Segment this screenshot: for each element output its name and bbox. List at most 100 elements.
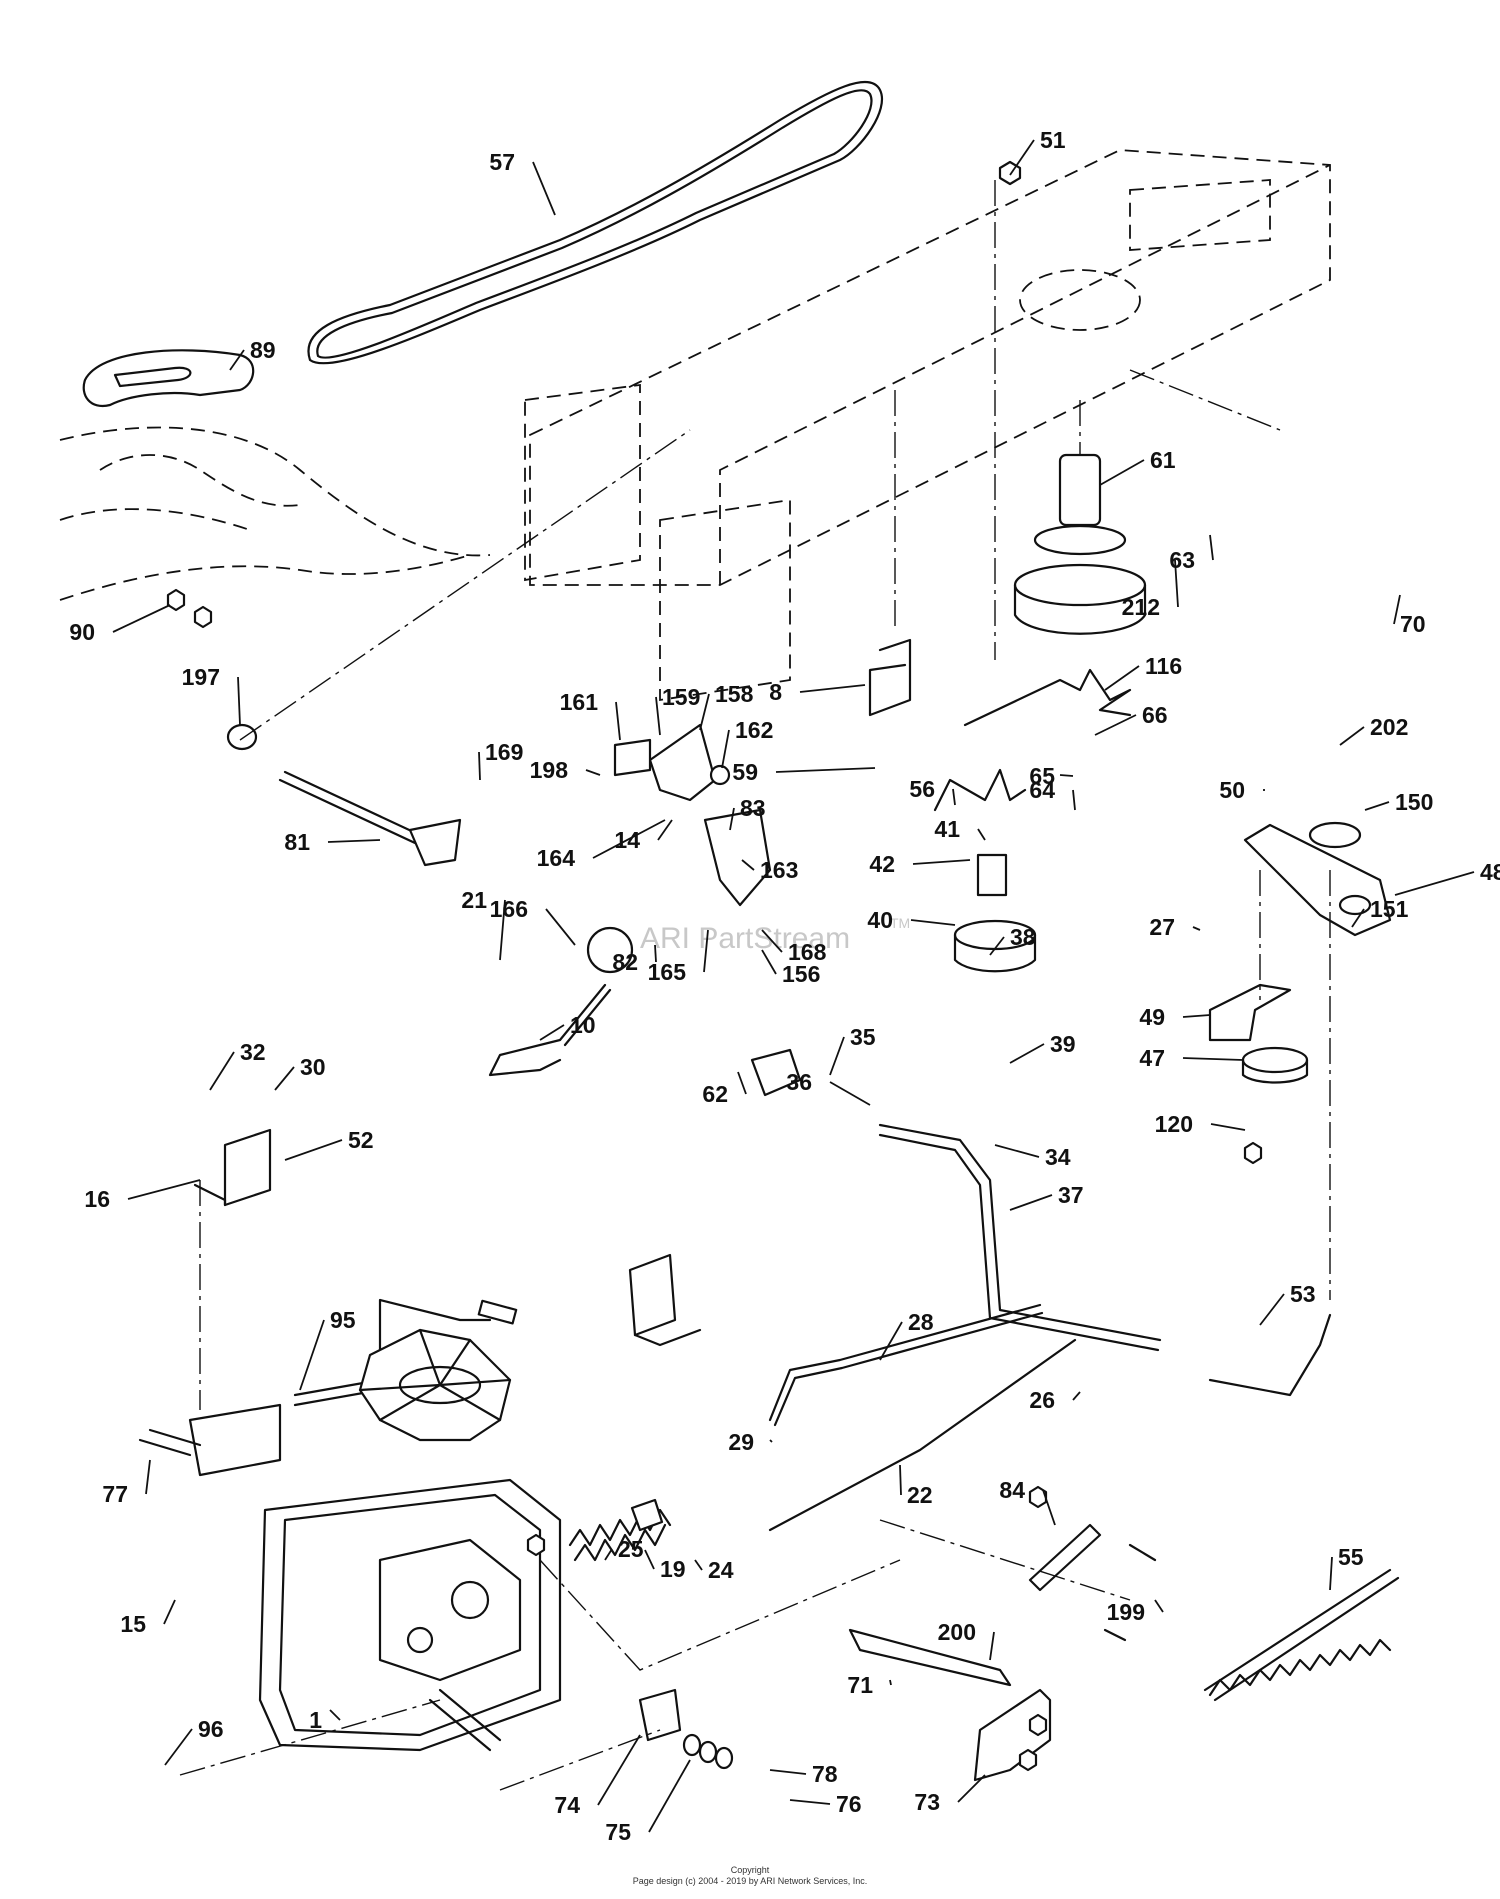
callout-62[interactable]: 62 xyxy=(702,1081,728,1107)
rod-53[interactable] xyxy=(1208,1313,1332,1397)
callout-198[interactable]: 198 xyxy=(530,757,569,783)
callout-161[interactable]: 161 xyxy=(560,689,599,715)
callout-168[interactable]: 168 xyxy=(788,939,827,965)
callout-77[interactable]: 77 xyxy=(102,1481,128,1507)
callout-30[interactable]: 30 xyxy=(300,1054,326,1080)
callout-78[interactable]: 78 xyxy=(812,1761,838,1787)
pedal-pad[interactable] xyxy=(82,349,255,408)
callout-29[interactable]: 29 xyxy=(728,1429,754,1455)
callout-48[interactable]: 48 xyxy=(1480,859,1500,885)
callout-169[interactable]: 169 xyxy=(485,739,523,765)
callout-27[interactable]: 27 xyxy=(1149,914,1175,940)
callout-19[interactable]: 19 xyxy=(660,1556,686,1582)
spacer-19[interactable] xyxy=(630,1498,664,1532)
bushing-62[interactable] xyxy=(750,1048,802,1097)
callout-75[interactable]: 75 xyxy=(605,1819,631,1845)
callout-197[interactable]: 197 xyxy=(182,664,220,690)
callout-49[interactable]: 49 xyxy=(1139,1004,1165,1030)
callout-202[interactable]: 202 xyxy=(1370,714,1408,740)
lever-71[interactable] xyxy=(848,1628,1012,1687)
callout-28[interactable]: 28 xyxy=(908,1309,934,1335)
callout-26[interactable]: 26 xyxy=(1029,1387,1055,1413)
bracket-165[interactable] xyxy=(703,808,772,907)
callout-64[interactable]: 64 xyxy=(1029,777,1055,803)
bracket-41[interactable] xyxy=(933,768,1027,812)
washers-75[interactable] xyxy=(682,1733,734,1770)
rod-22[interactable] xyxy=(768,1338,1077,1532)
bracket-30-left[interactable] xyxy=(193,1128,272,1207)
callout-56[interactable]: 56 xyxy=(909,776,935,802)
callout-65[interactable]: 65 xyxy=(1029,763,1055,789)
callout-55[interactable]: 55 xyxy=(1338,1544,1364,1570)
callout-96[interactable]: 96 xyxy=(198,1716,224,1742)
callout-74[interactable]: 74 xyxy=(554,1792,580,1818)
callout-150[interactable]: 150 xyxy=(1395,789,1433,815)
callout-199[interactable]: 199 xyxy=(1107,1599,1145,1625)
rod-28[interactable] xyxy=(768,1303,1044,1427)
callout-156[interactable]: 156 xyxy=(782,961,820,987)
callout-37[interactable]: 37 xyxy=(1058,1182,1084,1208)
callout-212[interactable]: 212 xyxy=(1122,594,1160,620)
callout-39[interactable]: 39 xyxy=(1050,1031,1076,1057)
callout-1[interactable]: 1 xyxy=(309,1707,322,1733)
knob-21[interactable] xyxy=(586,926,634,974)
spacer-74[interactable] xyxy=(638,1688,682,1742)
callout-90[interactable]: 90 xyxy=(69,619,95,645)
callout-66[interactable]: 66 xyxy=(1142,702,1168,728)
callout-15[interactable]: 15 xyxy=(120,1611,146,1637)
torsion-spring-59[interactable] xyxy=(868,638,912,717)
callout-89[interactable]: 89 xyxy=(250,337,276,363)
transaxle[interactable] xyxy=(138,1403,562,1752)
callout-53[interactable]: 53 xyxy=(1290,1281,1316,1307)
callout-81[interactable]: 81 xyxy=(284,829,310,855)
callout-8[interactable]: 8 xyxy=(769,679,782,705)
callout-120[interactable]: 120 xyxy=(1155,1111,1193,1137)
callout-63[interactable]: 63 xyxy=(1169,547,1195,573)
callout-35[interactable]: 35 xyxy=(850,1024,876,1050)
callout-51[interactable]: 51 xyxy=(1040,127,1066,153)
pulley-63[interactable] xyxy=(1013,453,1147,635)
callout-84[interactable]: 84 xyxy=(999,1477,1025,1503)
bracket-assembly-158[interactable] xyxy=(613,723,731,802)
callout-14[interactable]: 14 xyxy=(614,827,640,853)
callout-52[interactable]: 52 xyxy=(348,1127,374,1153)
callout-32[interactable]: 32 xyxy=(240,1039,266,1065)
callout-200[interactable]: 200 xyxy=(938,1619,976,1645)
callout-166[interactable]: 166 xyxy=(490,896,528,922)
callout-71[interactable]: 71 xyxy=(847,1672,873,1698)
idler-pulley-47[interactable] xyxy=(1241,1046,1309,1084)
callout-50[interactable]: 50 xyxy=(1219,777,1245,803)
washer-150[interactable] xyxy=(1308,821,1362,849)
fan[interactable] xyxy=(358,1328,512,1442)
callout-16[interactable]: 16 xyxy=(84,1186,110,1212)
callout-159[interactable]: 159 xyxy=(662,684,700,710)
bracket-30-right[interactable] xyxy=(628,1253,702,1347)
callout-151[interactable]: 151 xyxy=(1370,896,1409,922)
callout-57[interactable]: 57 xyxy=(489,149,515,175)
callout-158[interactable]: 158 xyxy=(715,681,754,707)
callout-70[interactable]: 70 xyxy=(1400,611,1426,637)
cross-shaft-34[interactable] xyxy=(878,1123,1162,1352)
callout-47[interactable]: 47 xyxy=(1139,1045,1165,1071)
drive-belt[interactable] xyxy=(307,80,883,365)
callout-73[interactable]: 73 xyxy=(914,1789,940,1815)
spring-rod-66[interactable] xyxy=(963,668,1132,727)
callout-163[interactable]: 163 xyxy=(760,857,798,883)
callout-82[interactable]: 82 xyxy=(612,949,638,975)
belt-guide-49[interactable] xyxy=(1208,983,1292,1042)
callout-10[interactable]: 10 xyxy=(570,1012,596,1038)
callout-95[interactable]: 95 xyxy=(330,1307,356,1333)
callout-164[interactable]: 164 xyxy=(537,845,576,871)
bracket-73[interactable] xyxy=(973,1688,1052,1782)
idler-pulley-38[interactable] xyxy=(953,853,1037,973)
bushing-197[interactable] xyxy=(226,723,258,751)
pedal-bracket-84[interactable] xyxy=(1028,1523,1102,1592)
callout-24[interactable]: 24 xyxy=(708,1557,734,1583)
shift-lever[interactable] xyxy=(488,983,612,1077)
callout-38[interactable]: 38 xyxy=(1010,924,1036,950)
bolts-199[interactable] xyxy=(1103,1543,1157,1642)
callout-34[interactable]: 34 xyxy=(1045,1144,1071,1170)
callout-116[interactable]: 116 xyxy=(1145,653,1182,679)
idler-arm-48[interactable] xyxy=(1243,823,1392,937)
spring-55[interactable] xyxy=(1203,1568,1400,1702)
